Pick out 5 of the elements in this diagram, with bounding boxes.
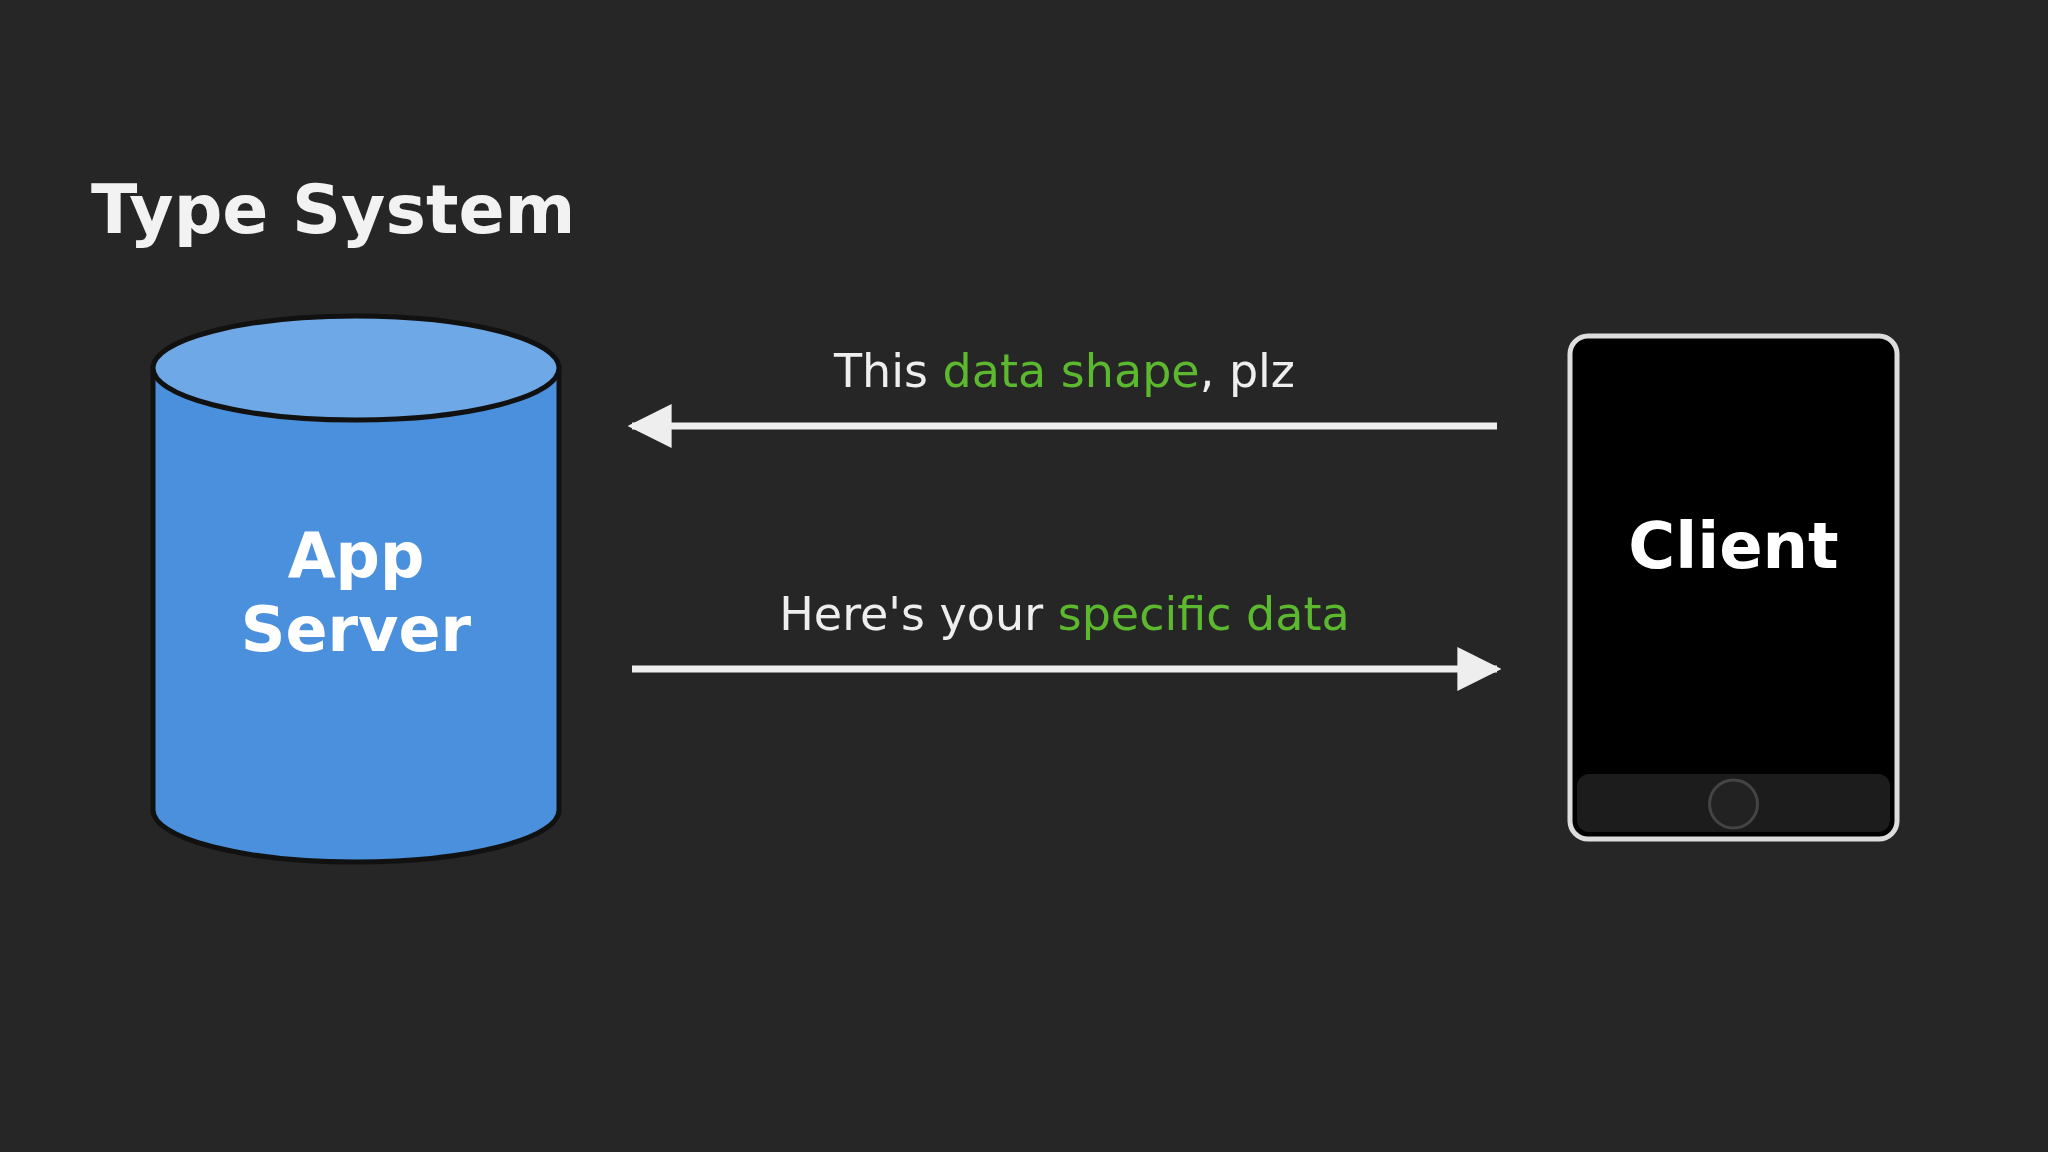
title: Type System bbox=[91, 170, 576, 249]
edge-label: This data shape, plz bbox=[834, 344, 1295, 398]
node-label: App Server bbox=[239, 519, 473, 668]
node-label: Client bbox=[1627, 507, 1840, 585]
edge-label: Here's your specific data bbox=[779, 587, 1350, 641]
